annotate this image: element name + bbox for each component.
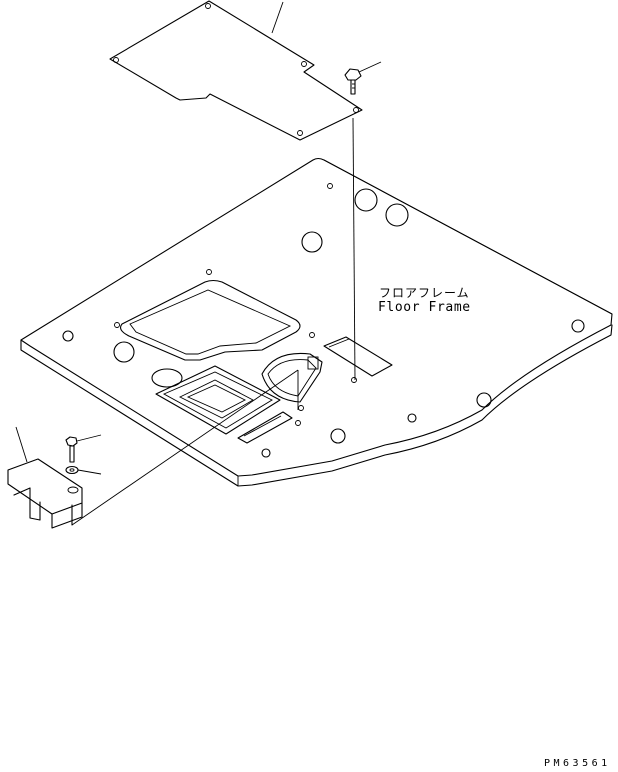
floor-frame-label-japanese: フロアフレーム (379, 286, 470, 300)
cover-plate (109, 0, 363, 141)
frame-edge-line (323, 159, 613, 315)
alignment-line-vertical (352, 117, 356, 381)
floor-frame-plate (20, 157, 613, 487)
washer (65, 465, 102, 475)
bolt-bracket (65, 434, 102, 463)
drawing-code: PM63561 (544, 758, 611, 769)
bolt-top (344, 61, 382, 95)
alignment-line-diagonal (71, 369, 299, 526)
floor-frame-label-english: Floor Frame (378, 300, 471, 315)
bracket (7, 426, 83, 529)
